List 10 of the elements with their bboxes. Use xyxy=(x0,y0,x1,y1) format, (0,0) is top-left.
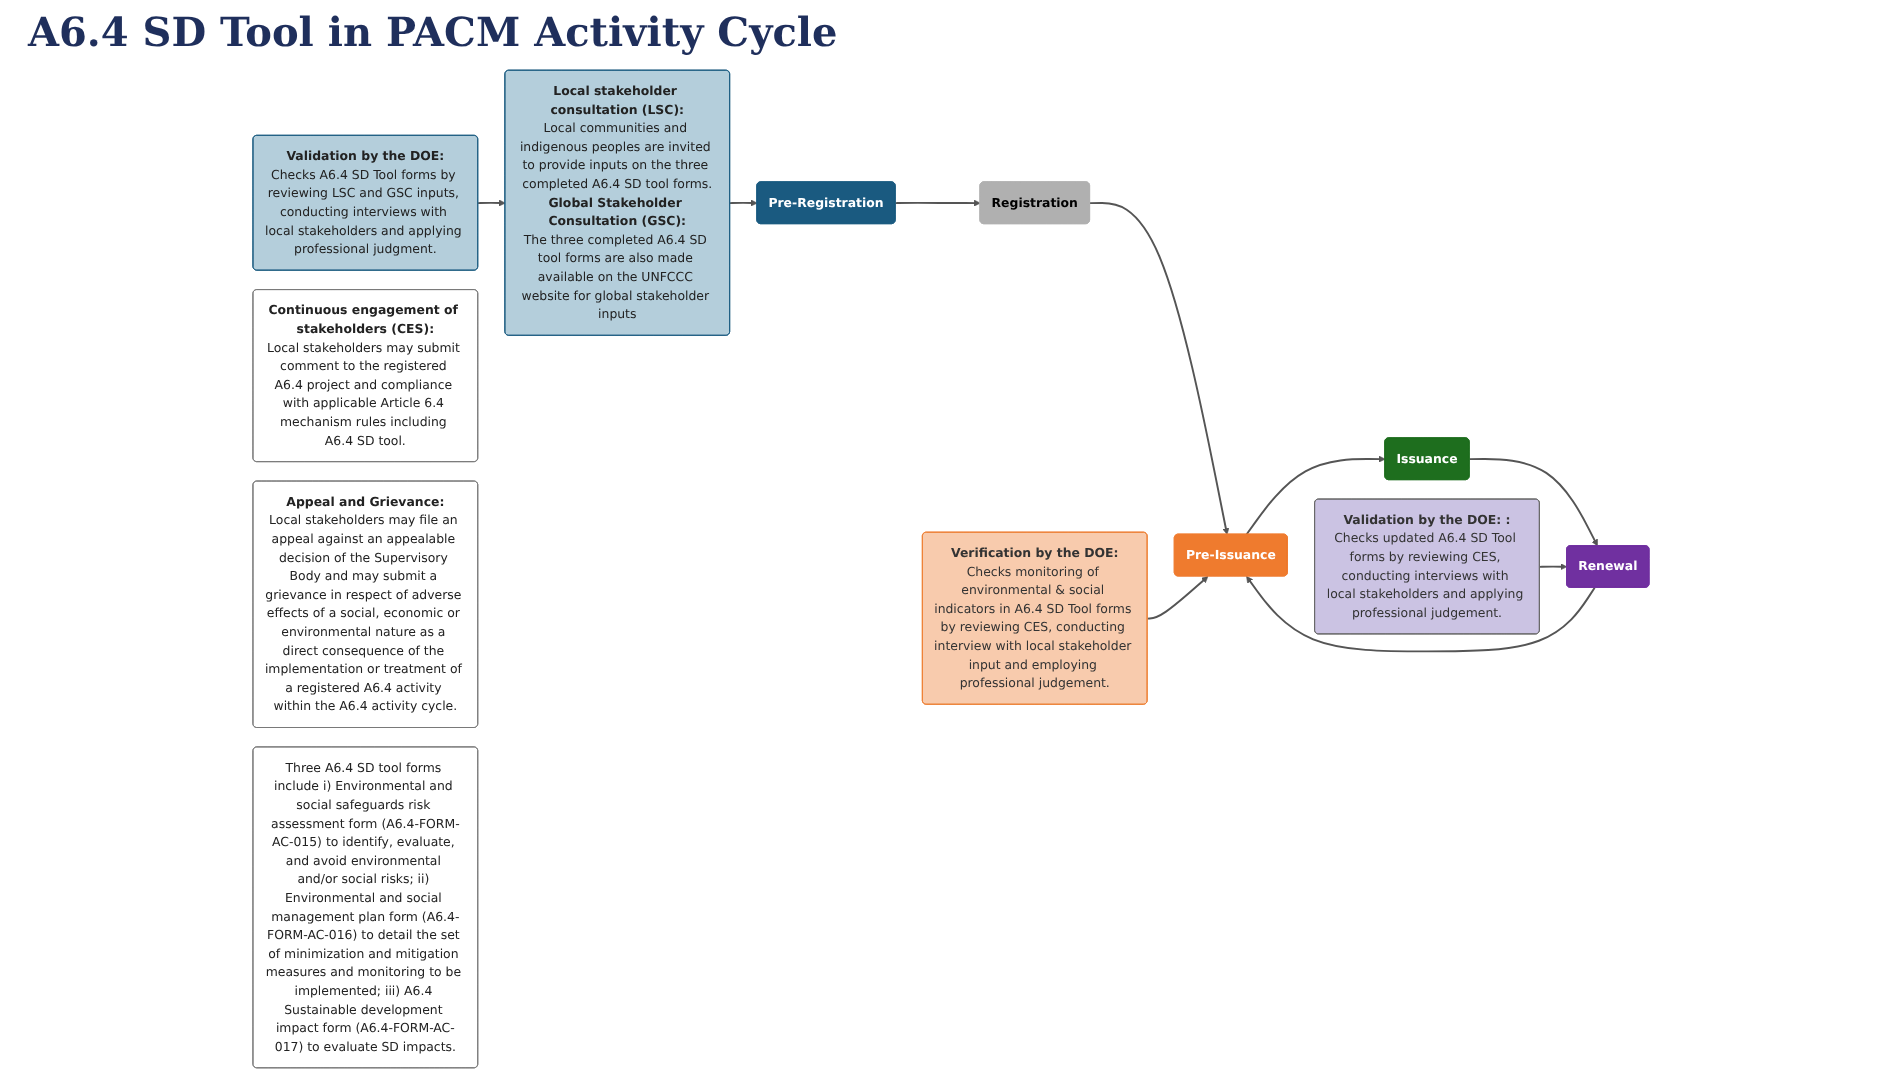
arrow xyxy=(1245,455,1386,536)
arrow xyxy=(477,199,506,207)
diagram-title: A6.4 SD Tool in PACM Activity Cycle xyxy=(28,8,840,56)
arrow xyxy=(1468,458,1598,547)
arrow xyxy=(894,199,981,207)
arrow xyxy=(729,199,758,207)
arrow xyxy=(1246,576,1596,653)
arrow xyxy=(1538,563,1568,571)
arrow xyxy=(1089,202,1230,535)
arrow xyxy=(1146,576,1209,620)
